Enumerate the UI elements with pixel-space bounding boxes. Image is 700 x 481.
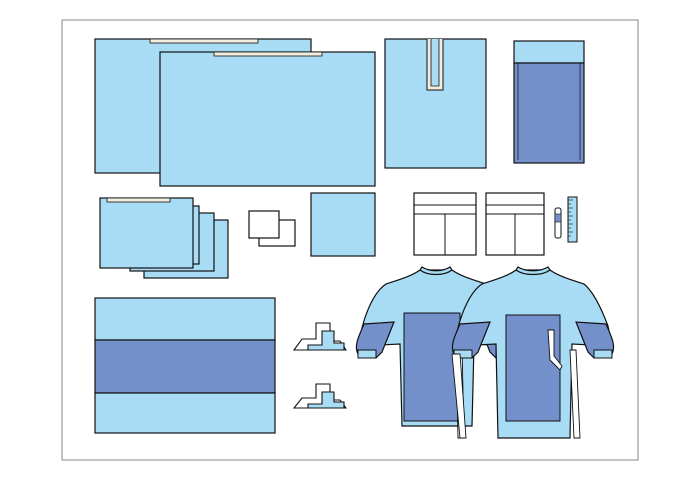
mayo-stand-cover <box>513 40 585 164</box>
marker-pen <box>554 207 562 239</box>
towel-stack <box>99 197 229 279</box>
absorbent-towel <box>310 192 376 257</box>
cord-holder <box>292 383 348 409</box>
table-cover <box>94 297 276 434</box>
adhesive-strip <box>106 197 171 203</box>
drape-sheet-large <box>159 51 376 187</box>
utility-pouch <box>413 192 477 256</box>
split-drape <box>384 38 487 169</box>
adhesive-strip <box>213 51 323 57</box>
surgical-gown <box>451 266 615 439</box>
ruler <box>567 196 578 243</box>
adhesive-strip <box>149 38 259 44</box>
utility-pouch <box>485 192 545 256</box>
gauze-pads <box>248 210 296 247</box>
cord-holder <box>292 322 348 351</box>
